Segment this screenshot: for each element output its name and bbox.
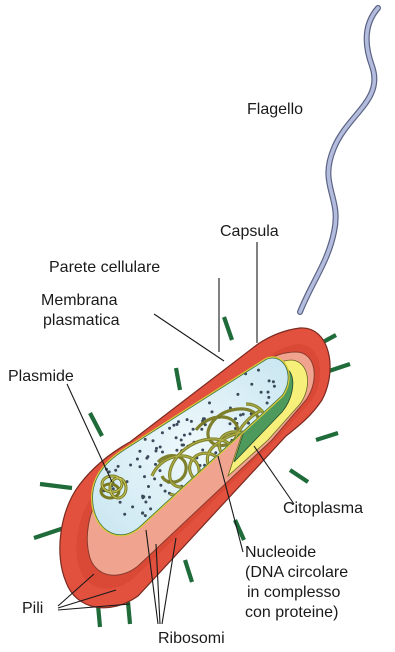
pilus: [128, 602, 130, 624]
ribosome-dot: [168, 427, 171, 430]
ribosome-dot: [236, 393, 239, 396]
pilus: [98, 605, 100, 627]
ribosome-dot: [136, 430, 139, 433]
ribosome-dot: [175, 449, 178, 452]
ribosome-dot: [175, 436, 178, 439]
ribosome-dot: [123, 513, 126, 516]
label-pili: Pili: [22, 600, 43, 617]
pilus: [34, 528, 64, 538]
ribosome-dot: [144, 514, 147, 517]
ribosome-dot: [239, 414, 242, 417]
label-nucleoid-line3: in complesso: [247, 584, 340, 601]
ribosome-dot: [152, 439, 155, 442]
pilus: [40, 484, 72, 488]
ribosome-dot: [172, 424, 175, 427]
ribosome-dot: [201, 449, 204, 452]
ribosome-dot: [186, 418, 189, 421]
ribosome-dot: [110, 448, 113, 451]
pilus: [316, 433, 338, 440]
ribosome-dot: [181, 444, 184, 447]
ribosome-dot: [211, 410, 214, 413]
ribosome-dot: [159, 484, 162, 487]
ribosome-dot: [147, 485, 150, 488]
ribosome-dot: [176, 423, 179, 426]
ribosome-dot: [114, 469, 117, 472]
pilus: [90, 413, 102, 436]
ribosome-dot: [260, 391, 263, 394]
ribosome-dot: [175, 401, 178, 404]
ribosome-dot: [144, 501, 147, 504]
pilus: [290, 470, 308, 482]
ribosome-dot: [138, 450, 141, 453]
ribosome-dot: [180, 439, 183, 442]
ribosome-dot: [257, 369, 260, 372]
ribosome-dot: [117, 465, 120, 468]
ribosome-dot: [153, 477, 156, 480]
label-cell-wall: Parete cellulare: [49, 259, 160, 276]
ribosome-dot: [224, 364, 227, 367]
flagellum: [300, 8, 378, 312]
label-membrane-line1: Membrana: [41, 292, 118, 309]
ribosome-dot: [155, 447, 158, 450]
ribosome-dot: [229, 422, 232, 425]
pilus: [176, 368, 180, 390]
label-cytoplasm: Citoplasma: [283, 500, 363, 517]
ribosome-dot: [273, 385, 276, 388]
ribosome-dot: [267, 391, 270, 394]
ribosome-dot: [143, 475, 146, 478]
ribosome-dot: [131, 505, 134, 508]
ribosome-dot: [159, 469, 162, 472]
label-nucleoid-line1: Nucleoide: [245, 544, 316, 561]
ribosome-dot: [200, 428, 203, 431]
ribosome-dot: [183, 434, 186, 437]
label-membrane-line2: plasmatica: [43, 312, 120, 329]
ribosome-dot: [190, 420, 193, 423]
ribosome-dot: [267, 396, 270, 399]
pilus: [185, 560, 192, 582]
ribosome-dot: [192, 428, 195, 431]
ribosome-dot: [97, 460, 100, 463]
ribosome-dot: [164, 490, 167, 493]
label-flagellum: Flagello: [247, 101, 303, 118]
ribosome-dot: [139, 465, 142, 468]
ribosome-dot: [159, 446, 162, 449]
pilus: [224, 317, 232, 340]
label-plasmid: Plasmide: [8, 368, 74, 385]
ribosome-dot: [146, 455, 149, 458]
ribosome-dot: [141, 512, 144, 515]
ribosome-dot: [161, 451, 164, 454]
ribosome-dot: [136, 458, 139, 461]
ribosome-dot: [144, 438, 147, 441]
ribosome-dot: [119, 501, 122, 504]
ribosome-dot: [272, 380, 275, 383]
ribosome-dot: [250, 383, 253, 386]
ribosome-dot: [148, 496, 151, 499]
ribosome-dot: [139, 429, 142, 432]
label-capsule: Capsula: [220, 223, 279, 240]
ribosome-dot: [149, 507, 152, 510]
label-nucleoid-line4: con proteine): [245, 604, 338, 621]
ribosome-dot: [208, 401, 211, 404]
ribosome-dot: [242, 413, 245, 416]
ribosome-dot: [268, 379, 271, 382]
ribosome-dot: [129, 464, 132, 467]
ribosome-dot: [112, 487, 115, 490]
ribosome-dot: [202, 417, 205, 420]
ribosome-dot: [141, 495, 144, 498]
ribosome-dot: [177, 420, 180, 423]
ribosome-dot: [149, 422, 152, 425]
label-ribosomes: Ribosomi: [158, 630, 225, 647]
ribosome-dot: [155, 450, 158, 453]
ribosome-dot: [161, 431, 164, 434]
ribosome-dot: [189, 432, 192, 435]
ribosome-dot: [214, 451, 217, 454]
label-nucleoid-line2: (DNA circolare: [245, 564, 348, 581]
ribosome-dot: [266, 402, 269, 405]
